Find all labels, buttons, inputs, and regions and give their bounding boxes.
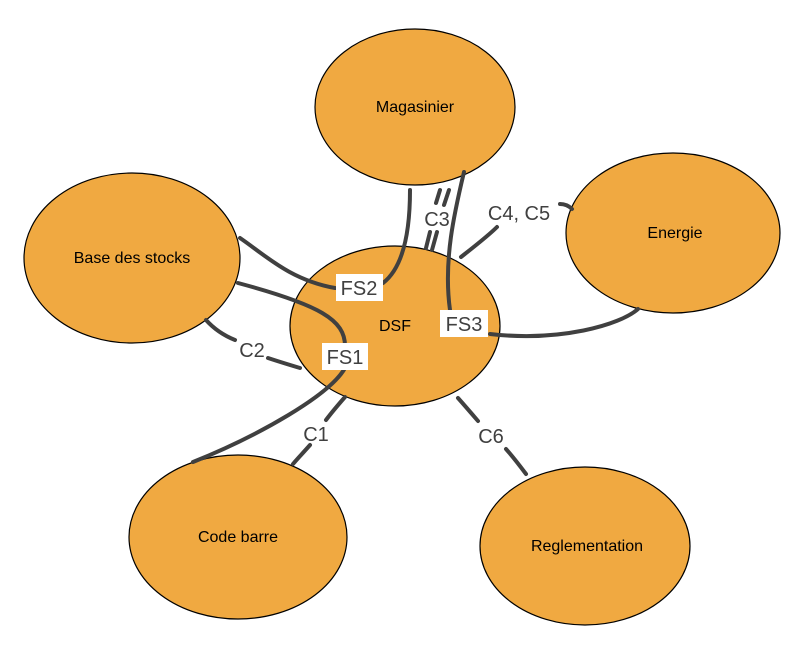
fs3-label-bg xyxy=(440,310,488,337)
node-magasinier-label: Magasinier xyxy=(376,99,455,116)
fs1-label-bg xyxy=(322,343,368,370)
link-label-c2: C2 xyxy=(239,340,265,362)
node-code-barre-shape[interactable] xyxy=(128,454,348,620)
fs2-label-bg xyxy=(336,274,383,301)
link-c3-bottom[interactable] xyxy=(430,230,439,252)
link-c2-right[interactable] xyxy=(266,356,302,370)
link-label-c4-c5: C4, C5 xyxy=(488,203,550,225)
link-fs1-upper[interactable] xyxy=(236,281,347,348)
link-labels: FS1 FS2 FS3 C1 C2 C3 C4, C5 C6 xyxy=(239,203,550,448)
link-label-c1: C1 xyxy=(303,424,329,446)
link-c3-bottom-2[interactable] xyxy=(424,230,432,250)
link-label-fs1: FS1 xyxy=(327,347,364,369)
node-reglementation-shape[interactable] xyxy=(479,466,691,626)
node-base-stocks-shape[interactable] xyxy=(23,172,241,344)
link-fs2-left[interactable] xyxy=(238,236,337,290)
node-labels: Magasinier Base des stocks Energie DSF C… xyxy=(74,99,703,555)
link-label-c6: C6 xyxy=(478,426,504,448)
links xyxy=(191,170,640,476)
link-c2-left[interactable] xyxy=(204,318,237,342)
node-energie-label: Energie xyxy=(647,225,702,242)
link-c1-upper[interactable] xyxy=(324,395,347,422)
link-fs3-upper[interactable] xyxy=(445,170,466,312)
link-c45-lower[interactable] xyxy=(459,225,499,259)
node-dsf-label: DSF xyxy=(379,318,411,335)
node-magasinier-shape[interactable] xyxy=(314,28,516,186)
node-code-barre-label: Code barre xyxy=(198,529,278,546)
link-c45-upper[interactable] xyxy=(558,202,574,211)
link-label-c3: C3 xyxy=(424,209,450,231)
node-base-stocks-label: Base des stocks xyxy=(74,250,191,267)
link-c3-top-2[interactable] xyxy=(434,188,442,205)
link-c6-lower[interactable] xyxy=(504,447,528,476)
link-fs1[interactable] xyxy=(191,366,347,464)
link-c6-upper[interactable] xyxy=(456,396,480,423)
link-c1-lower[interactable] xyxy=(291,443,312,466)
link-fs3-right[interactable] xyxy=(488,307,640,339)
link-label-fs3: FS3 xyxy=(446,314,483,336)
node-reglementation-label: Reglementation xyxy=(531,538,643,555)
link-fs2-right[interactable] xyxy=(381,188,412,285)
link-label-fs2: FS2 xyxy=(341,278,378,300)
node-energie-shape[interactable] xyxy=(565,152,781,314)
link-c3-top[interactable] xyxy=(442,188,451,207)
